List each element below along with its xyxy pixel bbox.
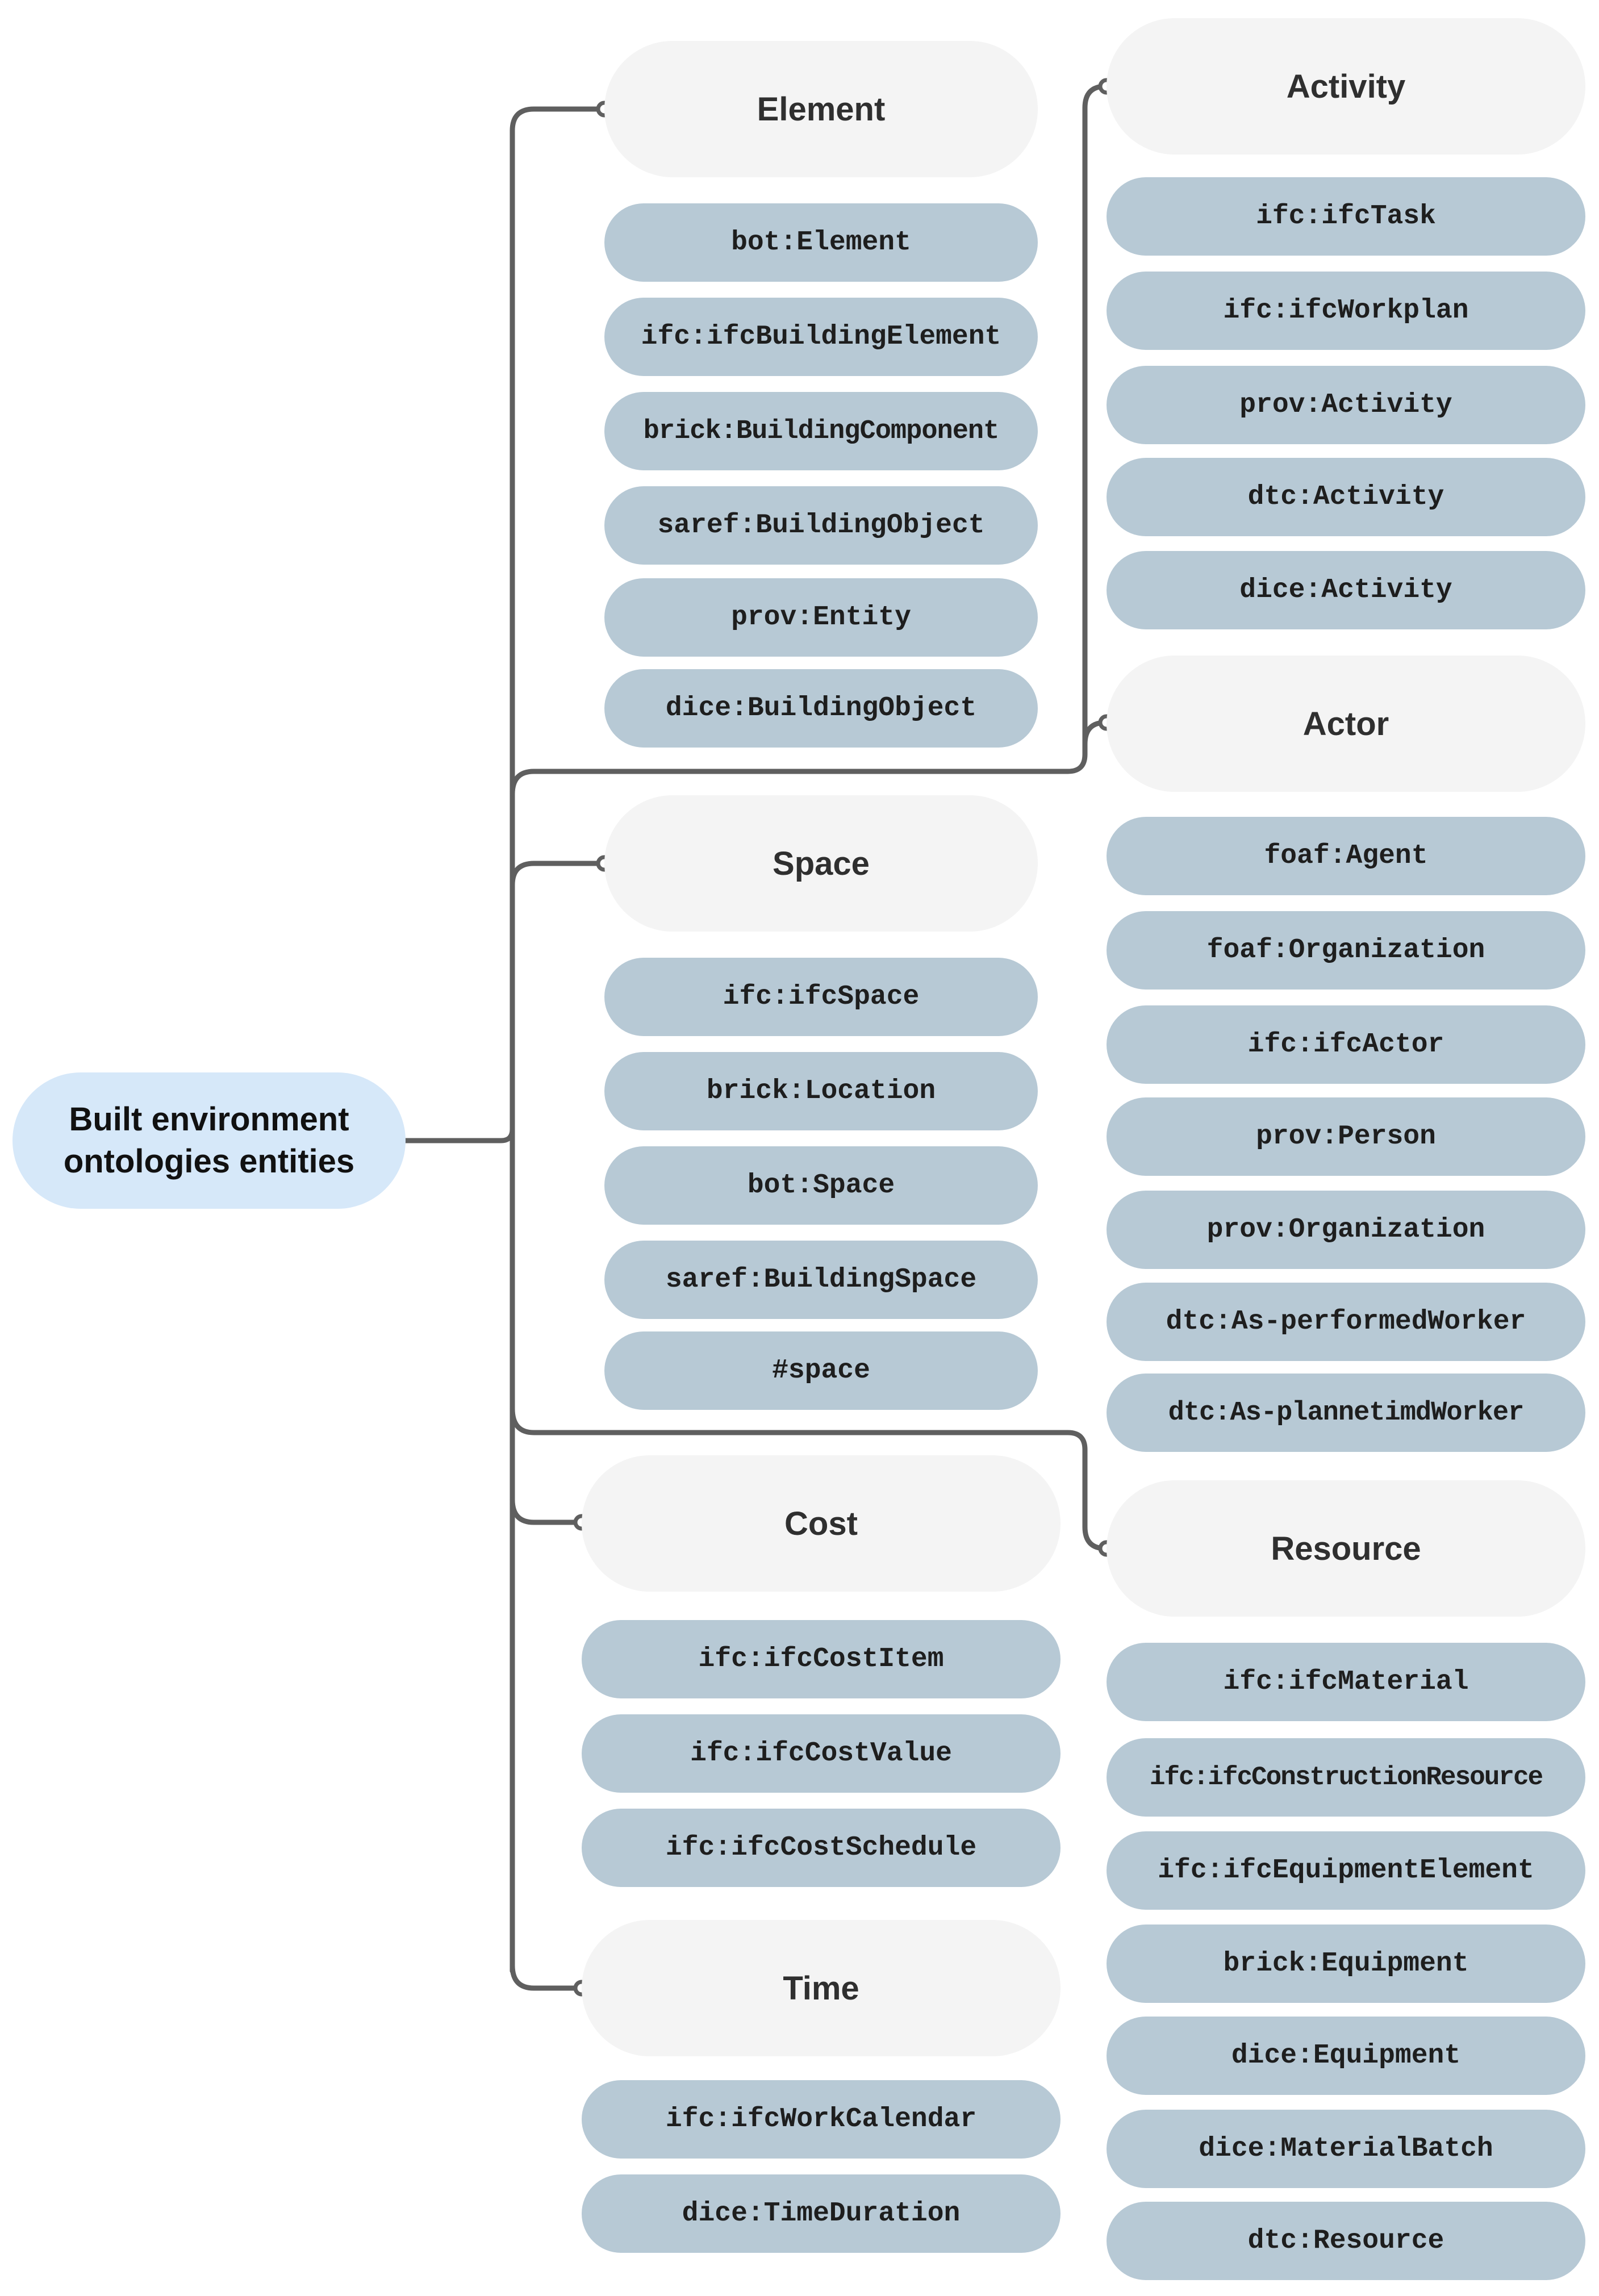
entity-foaf-agent: foaf:Agent	[1107, 817, 1585, 895]
entity-ifc-material: ifc:ifcMaterial	[1107, 1643, 1585, 1721]
category-element: Element	[604, 41, 1038, 177]
entity-prov-entity: prov:Entity	[604, 578, 1038, 657]
entity-dtc-as-performed-worker: dtc:As-performedWorker	[1107, 1283, 1585, 1361]
connector-activity	[510, 84, 1108, 797]
category-resource: Resource	[1107, 1480, 1585, 1617]
entity-ifc-building-element: ifc:ifcBuildingElement	[604, 298, 1038, 376]
connector-root-trunk-up	[510, 106, 606, 1132]
entity-foaf-organization: foaf:Organization	[1107, 911, 1585, 990]
entity-ifc-construction-resource: ifc:ifcConstructionResource	[1107, 1738, 1585, 1817]
entity-ifc-cost-item: ifc:ifcCostItem	[582, 1620, 1061, 1698]
entity-ifc-equipment-element: ifc:ifcEquipmentElement	[1107, 1831, 1585, 1910]
entity-dice-time-duration: dice:TimeDuration	[582, 2174, 1061, 2253]
category-actor: Actor	[1107, 656, 1585, 792]
entity-ifc-work-calendar: ifc:ifcWorkCalendar	[582, 2080, 1061, 2159]
entity-prov-activity: prov:Activity	[1107, 366, 1585, 444]
entity-bot-space: bot:Space	[604, 1146, 1038, 1225]
entity-prov-person: prov:Person	[1107, 1097, 1585, 1176]
connector-cost	[510, 1497, 583, 1525]
entity-ifc-task: ifc:ifcTask	[1107, 177, 1585, 256]
connector-time	[510, 1963, 583, 1991]
entity-ifc-actor: ifc:ifcActor	[1107, 1005, 1585, 1084]
entity-brick-location: brick:Location	[604, 1052, 1038, 1130]
entity-saref-building-object: saref:BuildingObject	[604, 486, 1038, 565]
entity-dice-building-object: dice:BuildingObject	[604, 669, 1038, 748]
connector-root-trunk	[403, 1129, 515, 1974]
entity-prov-organization: prov:Organization	[1107, 1191, 1585, 1269]
entity-dice-equipment: dice:Equipment	[1107, 2017, 1585, 2095]
category-activity: Activity	[1107, 18, 1585, 155]
entity-dice-material-batch: dice:MaterialBatch	[1107, 2110, 1585, 2188]
entity-ifc-workplan: ifc:ifcWorkplan	[1107, 272, 1585, 350]
entity-brick-building-component: brick:BuildingComponent	[604, 392, 1038, 470]
entity-dtc-activity: dtc:Activity	[1107, 458, 1585, 536]
entity-ifc-space: ifc:ifcSpace	[604, 958, 1038, 1036]
entity-ifc-cost-value: ifc:ifcCostValue	[582, 1714, 1061, 1793]
category-time: Time	[582, 1920, 1061, 2056]
entity-dtc-resource: dtc:Resource	[1107, 2202, 1585, 2280]
entity-dtc-as-planned-worker: dtc:As-plannetimdWorker	[1107, 1374, 1585, 1452]
category-space: Space	[604, 795, 1038, 932]
entity-brick-equipment: brick:Equipment	[1107, 1925, 1585, 2003]
entity-dice-activity: dice:Activity	[1107, 551, 1585, 629]
connector-space	[510, 861, 606, 888]
entity-space-hash: #space	[604, 1331, 1038, 1410]
entity-bot-element: bot:Element	[604, 203, 1038, 282]
entity-ifc-cost-schedule: ifc:ifcCostSchedule	[582, 1809, 1061, 1887]
root-node: Built environment ontologies entities	[12, 1072, 406, 1209]
connector-resource	[510, 1406, 1108, 1551]
category-cost: Cost	[582, 1455, 1061, 1592]
entity-saref-building-space: saref:BuildingSpace	[604, 1241, 1038, 1319]
